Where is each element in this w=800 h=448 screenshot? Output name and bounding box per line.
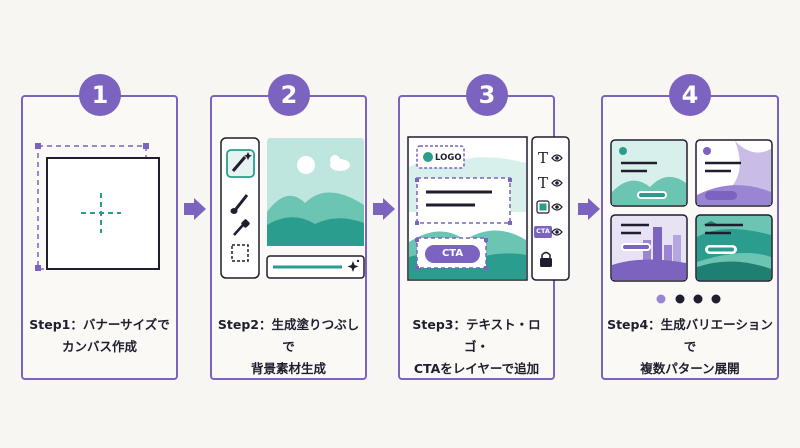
lock-icon — [540, 251, 552, 267]
step-3-caption-line2: CTAをレイヤーで追加 — [413, 361, 540, 376]
cta-layer-label: CTA — [536, 227, 550, 235]
step-1-caption: Step1：バナーサイズで カンバス作成 — [23, 314, 176, 358]
arrow-right-icon — [373, 198, 395, 220]
step-4-card: Step4：生成バリエーションで 複数パターン展開 — [601, 95, 779, 380]
step-1-badge: 1 — [79, 74, 121, 116]
logo-label: LOGO — [435, 153, 462, 163]
magic-wand-icon — [231, 152, 252, 172]
variation-thumbnail — [610, 139, 688, 207]
step-1-card: Step1：バナーサイズで カンバス作成 — [21, 95, 178, 380]
eye-icon — [551, 228, 563, 236]
marquee-select-icon — [231, 244, 249, 262]
step-3-caption: Step3：テキスト・ロゴ・ CTAをレイヤーで追加 — [400, 314, 553, 380]
logo-mark-icon — [423, 152, 433, 162]
cta-label: CTA — [441, 248, 464, 259]
eye-icon — [551, 154, 563, 162]
logo-layer — [416, 145, 465, 169]
text-layer — [416, 177, 511, 224]
variation-thumbnail — [695, 139, 773, 207]
text-layer-glyph: T — [538, 174, 549, 192]
variation-thumbnail — [610, 214, 688, 282]
variation-thumbnail — [695, 214, 773, 282]
step-3-card: LOGO CTA T T CTA Step3：テキスト・ロゴ・ CTAをレイヤー… — [398, 95, 570, 380]
step-3-caption-line1: Step3：テキスト・ロゴ・ — [412, 317, 541, 354]
step-1-caption-line2: カンバス作成 — [61, 339, 137, 354]
step-2-caption-line2: 背景素材生成 — [250, 361, 326, 376]
step-4-caption: Step4：生成バリエーションで 複数パターン展開 — [603, 314, 777, 380]
step-4-caption-line1: Step4：生成バリエーションで — [607, 317, 773, 354]
brush-icon — [230, 194, 249, 214]
step-3-badge: 3 — [466, 74, 508, 116]
eye-icon — [551, 203, 563, 211]
arrow-right-icon — [184, 198, 206, 220]
generated-background-image — [267, 138, 364, 246]
step-4-caption-line2: 複数パターン展開 — [640, 361, 740, 376]
cta-button — [425, 245, 480, 263]
step-4-badge: 4 — [669, 74, 711, 116]
eye-icon — [551, 179, 563, 187]
arrow-right-icon — [578, 198, 600, 220]
sparkle-icon — [347, 259, 360, 272]
step-1-caption-line1: Step1：バナーサイズで — [29, 317, 170, 332]
step-2-caption-line1: Step2：生成塗りつぶしで — [217, 317, 360, 354]
eyedropper-icon — [233, 219, 250, 236]
step-2-badge: 2 — [268, 74, 310, 116]
pagination-dots — [656, 294, 721, 304]
generative-fill-illustration — [220, 137, 365, 279]
layers-panel — [531, 136, 570, 281]
step-2-caption: Step2：生成塗りつぶしで 背景素材生成 — [212, 314, 365, 380]
layers-illustration — [407, 136, 570, 281]
variations-illustration — [610, 139, 773, 304]
step-2-card: Step2：生成塗りつぶしで 背景素材生成 — [210, 95, 367, 380]
canvas-illustration — [35, 143, 160, 271]
text-layer-glyph: T — [538, 149, 549, 167]
